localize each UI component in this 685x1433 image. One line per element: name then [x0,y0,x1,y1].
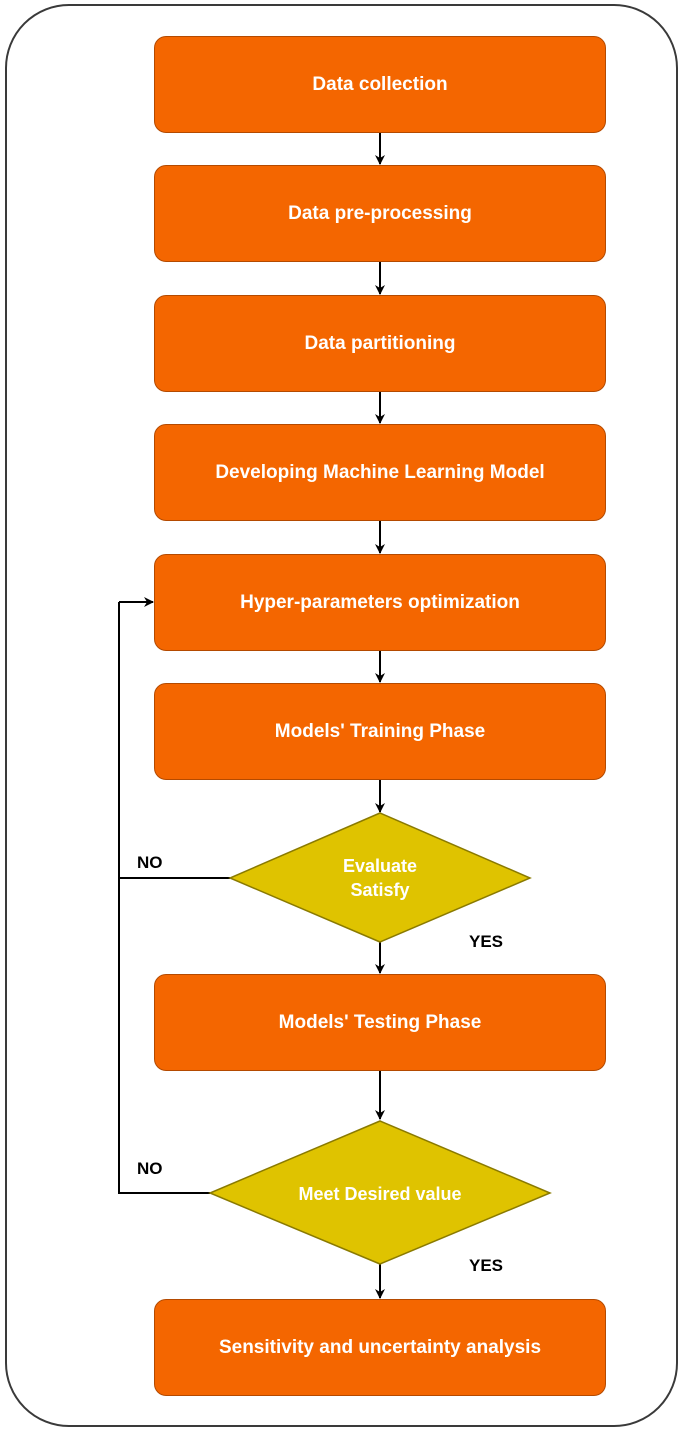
decision-evaluate-shape [228,812,532,943]
decision-evaluate-line2: Satisfy [350,880,410,900]
decision-meet-shape [208,1120,552,1265]
label-yes-meet: YES [469,1256,504,1275]
step-label: Sensitivity and uncertainty analysis [218,1336,542,1358]
step-label: Data collection [312,73,448,95]
label-no-evaluate: NO [137,853,163,872]
step-label: Data pre-processing [288,202,472,224]
step-sensitivity-analysis: Sensitivity and uncertainty analysis [154,1299,606,1396]
label-no-meet: NO [137,1159,163,1178]
step-label: Data partitioning [304,332,456,354]
step-data-preprocessing: Data pre-processing [154,165,606,262]
step-label: Models' Testing Phase [278,1011,482,1033]
step-testing-phase: Models' Testing Phase [154,974,606,1071]
outer-frame [5,4,678,1427]
decision-meet-label: Meet Desired value [298,1184,462,1204]
step-label: Hyper-parameters optimization [240,591,520,613]
step-data-partitioning: Data partitioning [154,295,606,392]
decision-evaluate: Evaluate Satisfy [280,850,480,906]
step-developing-model: Developing Machine Learning Model [154,424,606,521]
decision-meet-desired: Meet Desired value [250,1180,510,1208]
step-label: Models' Training Phase [274,720,486,742]
step-hyperparameters: Hyper-parameters optimization [154,554,606,651]
step-data-collection: Data collection [154,36,606,133]
step-label: Developing Machine Learning Model [215,461,545,483]
label-yes-evaluate: YES [469,932,504,951]
loop-meet-no [118,878,210,1194]
decision-evaluate-line1: Evaluate [342,856,418,876]
step-training-phase: Models' Training Phase [154,683,606,780]
